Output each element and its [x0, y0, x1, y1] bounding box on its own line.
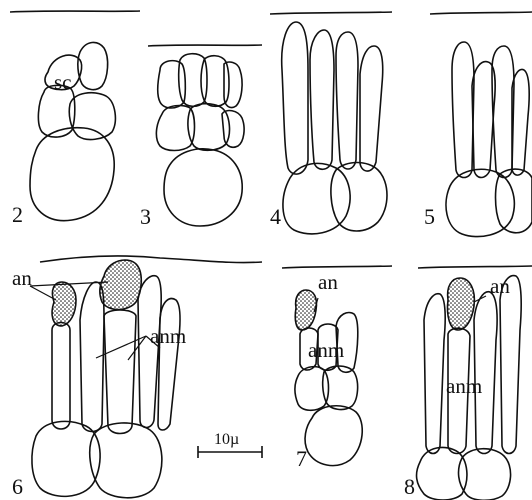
figure-number-3: 3 — [140, 206, 151, 228]
label-anm-fig7: anm — [308, 340, 344, 361]
figure-6-drawing — [30, 260, 180, 498]
figure-number-8: 8 — [404, 476, 415, 498]
label-sc: sc — [54, 72, 72, 93]
figure-number-7: 7 — [296, 448, 307, 470]
surface-line-3 — [148, 45, 262, 46]
figure-number-5: 5 — [424, 206, 435, 228]
figure-number-2: 2 — [12, 204, 23, 226]
surface-line-7 — [282, 266, 392, 268]
figure-number-6: 6 — [12, 476, 23, 498]
surface-line-2 — [10, 11, 140, 12]
figure-3-drawing — [156, 54, 244, 226]
surface-line-4 — [270, 12, 392, 14]
label-anm-fig6: anm — [150, 326, 186, 347]
surface-line-6 — [40, 256, 262, 263]
label-an-fig6: an — [12, 268, 32, 289]
scale-bar-label: 10µ — [214, 432, 239, 448]
figure-4-drawing — [282, 22, 387, 234]
surface-line-8 — [418, 266, 532, 268]
figure-5-drawing — [446, 42, 532, 237]
label-an-fig7: an — [318, 272, 338, 293]
figure-7-drawing — [295, 290, 362, 466]
figure-2-drawing — [30, 42, 115, 220]
figure-number-4: 4 — [270, 206, 281, 228]
surface-line-5 — [430, 12, 532, 14]
label-anm-fig8: anm — [446, 376, 482, 397]
label-an-fig8: an — [490, 276, 510, 297]
